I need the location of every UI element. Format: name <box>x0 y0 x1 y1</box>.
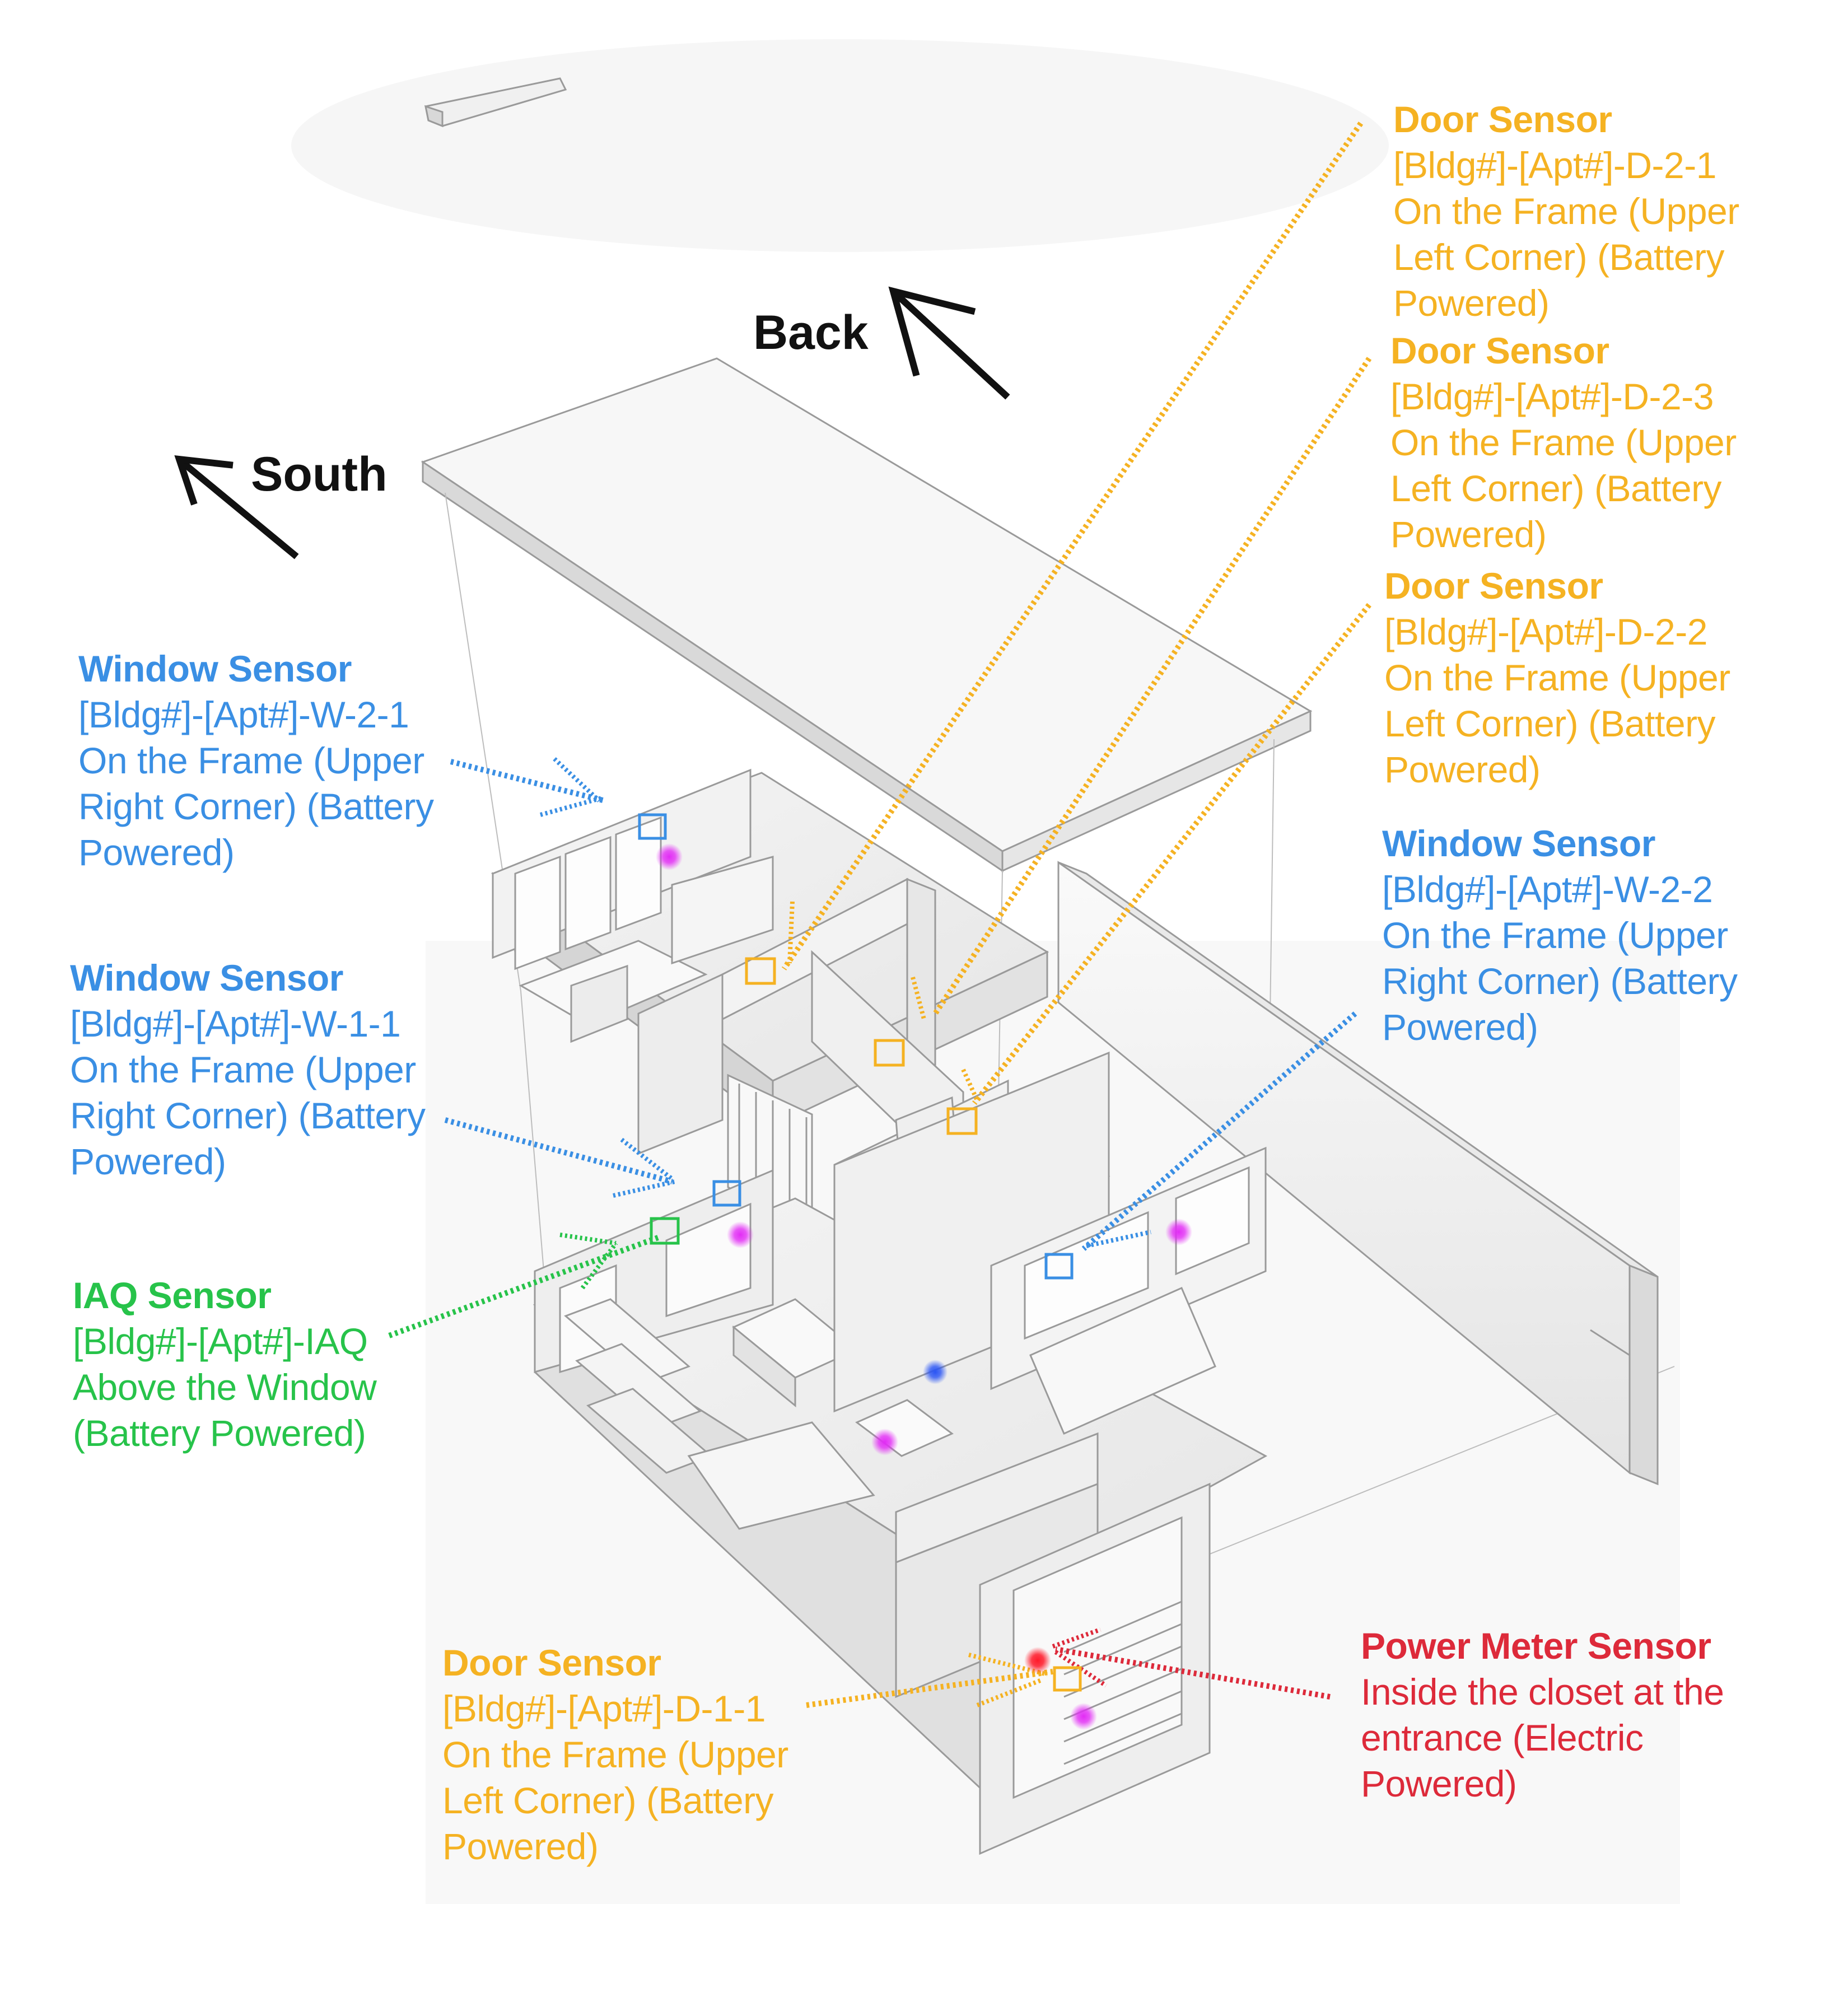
back-arrowhead-icon <box>888 286 976 377</box>
leader-iaq <box>388 1235 659 1338</box>
east-wall <box>1057 861 1659 1486</box>
callout-line: Inside the closet at the <box>1361 1671 1724 1712</box>
occupancy-dot <box>727 1221 754 1248</box>
callout-line: On the Frame (Upper <box>70 1049 416 1090</box>
hallway-dot <box>923 1360 948 1384</box>
sensor-markers <box>638 813 1082 1692</box>
south-arrowhead-icon <box>174 455 234 506</box>
callout-title: Power Meter Sensor <box>1361 1625 1711 1667</box>
callout-line: Left Corner) (Battery <box>1393 236 1725 278</box>
callout-line: Right Corner) (Battery <box>70 1095 426 1136</box>
iaq-sensor-callout: IAQ Sensor [Bldg#]-[Apt#]-IAQ Above the … <box>73 1272 377 1456</box>
marker-window-w22 <box>1044 1253 1074 1280</box>
leader-lines <box>388 122 1372 1708</box>
callout-title: Window Sensor <box>1382 823 1655 864</box>
leader-window-w11 <box>444 1117 673 1184</box>
marker-door-d11 <box>1053 1666 1082 1692</box>
callout-line: Powered) <box>1361 1763 1517 1804</box>
callout-line: Powered) <box>1384 749 1541 790</box>
tick-marks <box>539 757 1151 1707</box>
callout-line: [Bldg#]-[Apt#]-W-2-2 <box>1382 869 1713 910</box>
leader-window-w22 <box>1081 1011 1357 1251</box>
callout-line: [Bldg#]-[Apt#]-W-1-1 <box>70 1003 401 1044</box>
callout-line: Right Corner) (Battery <box>1382 960 1738 1002</box>
marker-window-w21 <box>638 813 667 840</box>
callout-line: Right Corner) (Battery <box>78 786 434 827</box>
marker-window-w11 <box>712 1180 741 1207</box>
callout-line: Powered) <box>1393 282 1550 324</box>
south-direction-label: South <box>251 447 388 501</box>
callout-line: On the Frame (Upper <box>1382 914 1728 956</box>
door-sensor-d23-callout: Door Sensor [Bldg#]-[Apt#]-D-2-3 On the … <box>1390 328 1737 557</box>
roof-slab <box>421 357 1313 872</box>
leader-door-d21 <box>781 122 1364 970</box>
callout-line: On the Frame (Upper <box>1390 422 1737 463</box>
south-arrow-icon <box>177 457 299 559</box>
occupancy-dot <box>871 1429 898 1455</box>
callout-line: Powered) <box>78 832 235 873</box>
door-sensor-d21-callout: Door Sensor [Bldg#]-[Apt#]-D-2-1 On the … <box>1393 96 1739 326</box>
callout-title: Window Sensor <box>78 648 352 689</box>
callout-line: Left Corner) (Battery <box>1384 703 1716 744</box>
leader-door-d23 <box>932 357 1372 1015</box>
leader-door-d22 <box>972 603 1371 1105</box>
callout-line: Powered) <box>442 1826 599 1867</box>
window-sensor-w21-callout: Window Sensor [Bldg#]-[Apt#]-W-2-1 On th… <box>78 646 434 875</box>
callout-line: On the Frame (Upper <box>1393 190 1739 232</box>
window-sensor-w22-callout: Window Sensor [Bldg#]-[Apt#]-W-2-2 On th… <box>1382 820 1738 1050</box>
callout-line: (Battery Powered) <box>73 1412 366 1454</box>
callout-line: Above the Window <box>73 1366 377 1408</box>
occupancy-dot <box>1165 1219 1192 1245</box>
callout-line: On the Frame (Upper <box>1384 657 1730 698</box>
back-direction-label: Back <box>753 306 869 360</box>
door-sensor-d11-callout: Door Sensor [Bldg#]-[Apt#]-D-1-1 On the … <box>442 1640 788 1869</box>
marker-door-d23 <box>874 1039 905 1067</box>
callout-line: [Bldg#]-[Apt#]-D-2-1 <box>1393 144 1716 186</box>
window-sensor-w11-callout: Window Sensor [Bldg#]-[Apt#]-W-1-1 On th… <box>70 955 426 1184</box>
callout-title: Door Sensor <box>1384 565 1603 606</box>
marker-door-d21 <box>745 957 776 985</box>
callout-line: Powered) <box>1382 1006 1538 1048</box>
callout-line: Left Corner) (Battery <box>442 1780 774 1821</box>
callout-title: Door Sensor <box>442 1642 661 1683</box>
leader-door-d11 <box>806 1669 1053 1708</box>
leader-window-w21 <box>450 759 606 804</box>
power-meter-sensor-callout: Power Meter Sensor Inside the closet at … <box>1361 1623 1724 1807</box>
callout-line: On the Frame (Upper <box>442 1734 788 1775</box>
indicator-dots <box>656 843 1192 1730</box>
callout-line: [Bldg#]-[Apt#]-D-1-1 <box>442 1688 766 1729</box>
back-arrow-icon <box>891 289 1010 400</box>
callout-line: Powered) <box>1390 514 1547 555</box>
door-sensor-d22-callout: Door Sensor [Bldg#]-[Apt#]-D-2-2 On the … <box>1384 563 1730 792</box>
callout-line: [Bldg#]-[Apt#]-D-2-3 <box>1390 376 1714 417</box>
callout-title: Window Sensor <box>70 957 343 998</box>
marker-iaq <box>650 1217 680 1245</box>
callout-line: [Bldg#]-[Apt#]-W-2-1 <box>78 694 409 735</box>
callout-title: IAQ Sensor <box>73 1275 272 1316</box>
callout-line: Left Corner) (Battery <box>1390 468 1722 509</box>
top-left-fragment <box>424 77 567 128</box>
callout-line: entrance (Electric <box>1361 1717 1644 1758</box>
callout-line: [Bldg#]-[Apt#]-D-2-2 <box>1384 611 1707 652</box>
callout-title: Door Sensor <box>1393 99 1612 140</box>
occupancy-dot <box>656 843 683 870</box>
callout-title: Door Sensor <box>1390 330 1609 371</box>
marker-door-d22 <box>946 1107 978 1135</box>
callout-line: On the Frame (Upper <box>78 740 424 781</box>
callout-line: Powered) <box>70 1141 226 1182</box>
compass-arrows <box>174 286 1010 559</box>
power-meter-dot <box>1024 1647 1051 1674</box>
occupancy-dot <box>1070 1703 1097 1730</box>
callout-line: [Bldg#]-[Apt#]-IAQ <box>73 1320 368 1362</box>
